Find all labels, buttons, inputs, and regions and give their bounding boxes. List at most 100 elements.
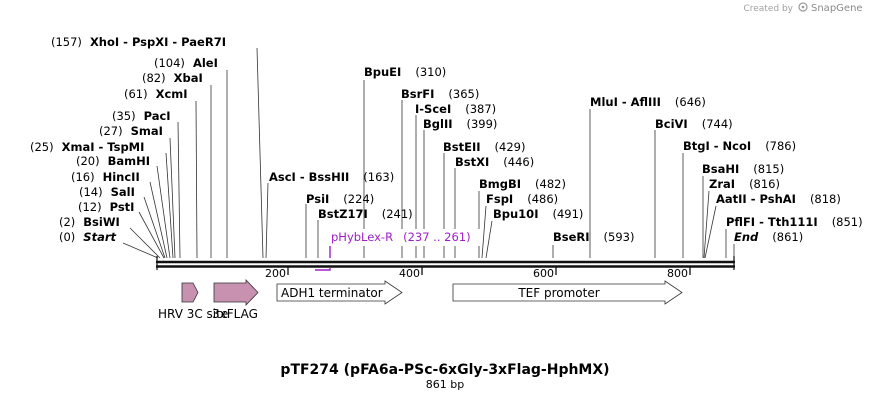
credit-prefix: Created by [743,4,793,14]
site-name: PacI [144,109,171,123]
svg-text:BtgI - NcoI(786): BtgI - NcoI(786) [683,139,796,153]
site-pos: (16) [71,170,95,184]
primer-name: pHybLex-R [331,230,393,244]
site-name: MluI - AflIII [590,95,661,109]
site-name: AatII - PshAI [716,192,796,206]
map-length: 861 bp [426,378,464,391]
site-name: Bpu10I [493,207,538,221]
hrv-3c-site-feature [181,282,199,303]
site-name: BciVI [655,117,688,131]
site-name: AscI - BssHII [269,170,349,184]
features: HRV 3C site 3xFLAG ADH1 terminator TEF p… [158,279,683,321]
site-pos: (861) [772,230,803,244]
svg-text:BsrFI(365): BsrFI(365) [401,87,479,101]
site-name: BstZ17I [318,207,368,221]
site-name: BpuEI [364,65,401,79]
site-pos: (491) [552,207,583,221]
ruler-label: 200 [265,267,286,280]
ruler-label: 800 [667,267,688,280]
site-name: BsiWI [83,215,120,229]
svg-text:AatII - PshAI(818): AatII - PshAI (818) [716,192,841,206]
feature-label: 3xFLAG [212,307,258,321]
site-pos: (12) [78,200,102,214]
ruler: 200 400 600 800 [265,267,691,280]
site-name: XcmI [156,87,188,101]
site-name: BsaHI [702,162,739,176]
site-pos: (104) [154,56,185,70]
svg-text:(82)XbaI: (82) XbaI [142,71,203,85]
site-pos: (816) [749,177,780,191]
svg-text:(27)SmaI: (27) SmaI [99,124,163,138]
site-name: BamHI [108,154,150,168]
primer-annotation: pHybLex-R(237 .. 261) [315,229,482,271]
site-name: BtgI - NcoI [683,139,751,153]
site-name: XmaI - TspMI [62,140,145,154]
3xflag-feature [213,279,259,306]
site-name-start: Start [83,230,116,244]
ruler-label: 600 [533,267,554,280]
svg-text:(61)XcmI: (61)XcmI [124,87,188,101]
feature-label: ADH1 terminator [281,286,383,300]
credit-brand: SnapGene [811,3,863,14]
svg-text:(25)XmaI - TspMI: (25) XmaI - TspMI [30,140,144,154]
site-name: SmaI [131,124,163,138]
snapgene-logo-icon [798,2,808,12]
site-name: ZraI [709,177,735,191]
site-pos: (387) [465,102,496,116]
svg-text:BciVI(744): BciVI(744) [655,117,733,131]
svg-text:(12)PstI: (12)PstI [78,200,134,214]
svg-text:BstXI(446): BstXI (446) [455,155,534,169]
svg-text:(157)XhoI - PspXI - PaeR7I: (157)XhoI - PspXI - PaeR7I [51,35,226,49]
site-pos: (646) [675,95,706,109]
site-name: FspI [486,192,513,206]
svg-text:(0)Start: (0) Start [59,230,117,244]
site-pos: (0) [59,230,75,244]
site-name: BglII [423,117,453,131]
site-pos: (851) [832,215,863,229]
site-pos: (241) [382,207,413,221]
svg-text:(16)HincII: (16) HincII [71,170,140,184]
site-pos: (429) [495,140,526,154]
site-name: AleI [193,56,218,70]
svg-text:PflFI - Tth111I(851): PflFI - Tth111I (851) [726,215,863,229]
svg-text:End(861): End (861) [734,230,803,244]
site-pos: (20) [76,154,100,168]
site-pos: (25) [30,140,54,154]
site-pos: (486) [527,192,558,206]
svg-text:BstEII(429): BstEII (429) [443,140,525,154]
sequence-backbone [156,256,735,270]
site-name-end: End [734,230,759,244]
site-pos: (2) [59,215,75,229]
site-leader-lines [122,47,735,259]
map-title: pTF274 (pFA6a-PSc-6xGly-3xFlag-HphMX) [280,362,609,378]
svg-text:BseRI(593): BseRI (593) [553,230,634,244]
site-name: I-SceI [415,102,451,116]
svg-text:BsaHI(815): BsaHI(815) [702,162,784,176]
feature-label: HRV 3C site [158,307,228,321]
site-name: HincII [103,170,140,184]
svg-text:MluI - AflIII(646): MluI - AflIII (646) [590,95,706,109]
site-name: BstXI [455,155,489,169]
site-pos: (82) [142,71,166,85]
site-name: XbaI [174,71,203,85]
site-pos: (593) [604,230,635,244]
svg-text:(20)BamHI: (20) BamHI [76,154,150,168]
svg-text:ZraI(816): ZraI (816) [709,177,780,191]
site-pos: (163) [363,170,394,184]
site-pos: (446) [503,155,534,169]
site-pos: (157) [51,35,82,49]
site-name: BseRI [553,230,590,244]
svg-text:pHybLex-R(237 .. 261): pHybLex-R(237 .. 261) [331,230,471,244]
site-pos: (365) [448,87,479,101]
ruler-label: 400 [399,267,420,280]
svg-text:Bpu10I(491): Bpu10I (491) [493,207,583,221]
site-name: PflFI - Tth111I [726,215,818,229]
restriction-sites: (157)XhoI - PspXI - PaeR7I (104) AleI (82… [30,35,863,244]
svg-text:PsiI(224): PsiI(224) [306,192,374,206]
site-name: PsiI [306,192,329,206]
site-pos: (27) [99,124,123,138]
svg-text:(14)SalI: (14)SalI [79,185,135,199]
site-pos: (818) [810,192,841,206]
site-name: BstEII [443,140,481,154]
